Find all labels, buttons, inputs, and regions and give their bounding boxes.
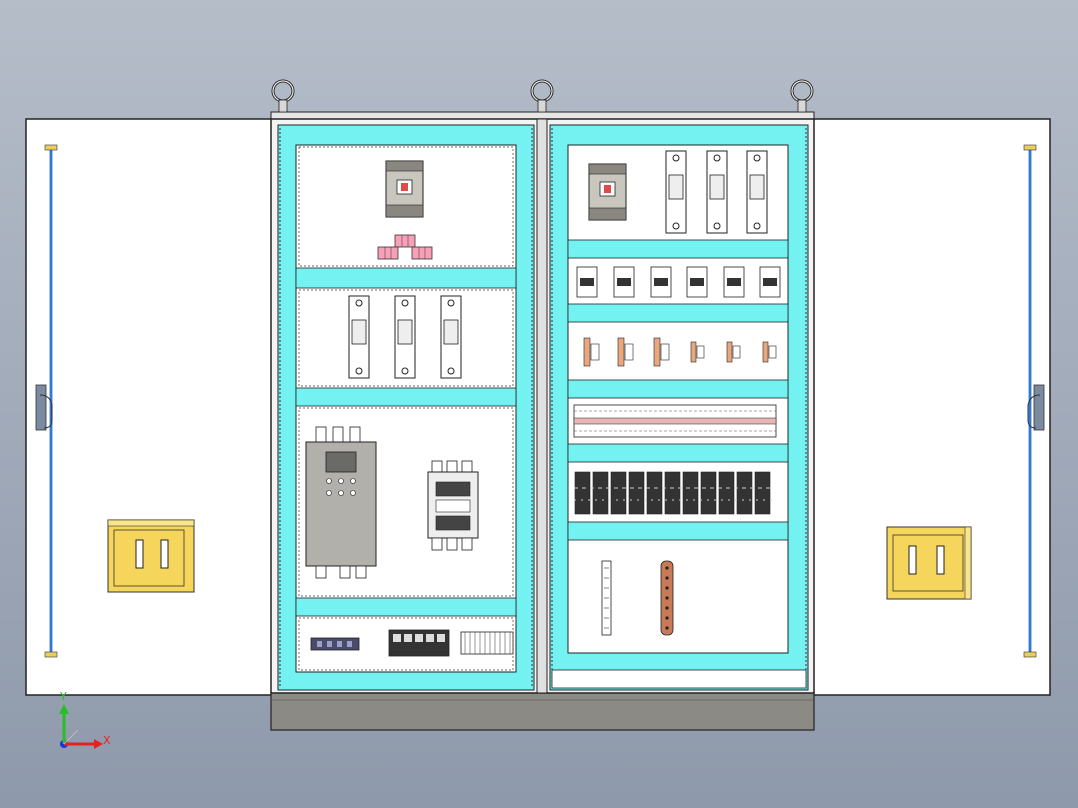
soft-starter xyxy=(305,426,377,579)
lifting-eye-left xyxy=(271,79,295,113)
right-bay xyxy=(549,124,809,691)
axis-y-label: Y xyxy=(59,690,67,703)
right-fuse-holder-2 xyxy=(706,150,728,234)
left-bottom-terminals xyxy=(310,629,514,657)
right-fuse-holder-1 xyxy=(665,150,687,234)
left-fuse-holder-2 xyxy=(394,295,416,379)
left-main-breaker xyxy=(385,160,424,218)
left-terminal-group xyxy=(377,234,433,260)
left-fuse-holder-1 xyxy=(348,295,370,379)
right-door-handle xyxy=(886,526,972,600)
relay-module-row xyxy=(574,471,772,515)
indicator-lamp-row xyxy=(583,337,777,367)
left-bay xyxy=(277,124,535,691)
lifting-eye-right xyxy=(790,79,814,113)
axis-triad: Y X xyxy=(59,690,111,749)
right-door xyxy=(811,118,1051,696)
mini-breaker-row xyxy=(576,266,781,298)
terminal-strip-row xyxy=(573,404,777,438)
axis-x-label: X xyxy=(103,734,111,747)
ground-bar xyxy=(601,560,612,636)
right-main-breaker xyxy=(588,163,627,221)
left-fuse-holder-3 xyxy=(440,295,462,379)
copper-busbar xyxy=(660,560,674,636)
right-fuse-holder-3 xyxy=(746,150,768,234)
cabinet-plinth xyxy=(270,691,815,731)
contactor xyxy=(427,460,479,551)
left-door-handle xyxy=(107,519,195,593)
lifting-eye-center xyxy=(530,79,554,113)
left-door xyxy=(25,118,273,696)
